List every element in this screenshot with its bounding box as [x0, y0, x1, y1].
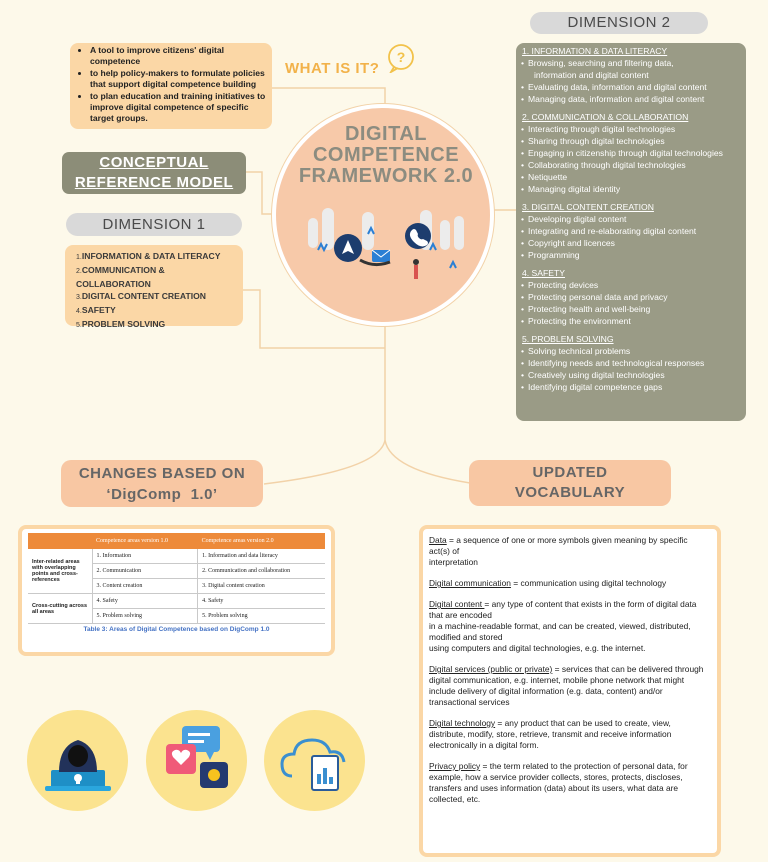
what-is-it-card: A tool to improve citizens' digital comp… — [70, 43, 272, 129]
dimension2-title: DIMENSION 2 — [530, 12, 708, 34]
dimension1-item: 2.COMMUNICATION & COLLABORATION — [76, 265, 165, 289]
dimension2-item: Collaborating through digital technologi… — [521, 159, 736, 171]
dimension1-item: 5.PROBLEM SOLVING — [76, 319, 166, 329]
changes-line: CHANGES BASED ON — [78, 465, 246, 482]
dimension2-item: Protecting personal data and privacy — [521, 291, 736, 303]
dimension1-title: DIMENSION 1 — [66, 213, 242, 236]
changes-line: ‘DigComp 1.0’ — [106, 486, 218, 503]
table-cell: 5. Problem solving — [197, 608, 325, 624]
chat-bubbles-icon — [166, 726, 228, 788]
what-is-it-bullet: to plan education and training initiativ… — [90, 91, 268, 125]
dimension2-item: Engaging in citizenship through digital … — [521, 147, 736, 159]
dimension2-item: Netiquette — [521, 171, 736, 183]
table-cell: 3. Content creation — [92, 578, 199, 594]
vocabulary-card: Data = a sequence of one or more symbols… — [419, 525, 721, 857]
table-header: Competence areas version 1.0 — [92, 533, 198, 549]
svg-text:?: ? — [397, 49, 406, 65]
dimension2-item: Evaluating data, information and digital… — [521, 81, 736, 93]
conceptual-reference-model: CONCEPTUAL REFERENCE MODEL — [62, 152, 246, 194]
dimension2-heading: 3. DIGITAL CONTENT CREATION — [522, 202, 654, 212]
what-is-it-bullet: to help policy-makers to formulate polic… — [90, 68, 268, 91]
dimension2-item: Identifying digital competence gaps — [521, 381, 736, 393]
framework-title-line: FRAMEWORK 2.0 — [298, 165, 474, 187]
dimension2-heading: 5. PROBLEM SOLVING — [522, 334, 614, 344]
cloud-document-icon — [280, 738, 346, 791]
dimension2-item: Protecting devices — [521, 279, 736, 291]
dimension2-card: 1. INFORMATION & DATA LITERACY Browsing,… — [516, 43, 746, 421]
table-cell: 1. Information — [92, 549, 199, 564]
dimension1-item: 1.INFORMATION & DATA LITERACY — [76, 251, 221, 261]
competence-table: Competence areas version 1.0 Competence … — [28, 533, 325, 624]
what-is-it-bullet: A tool to improve citizens' digital comp… — [90, 45, 268, 68]
cloud-circle — [264, 710, 365, 811]
dimension2-item: Managing data, information and digital c… — [521, 93, 736, 105]
framework-title-line: COMPETENCE — [312, 144, 460, 166]
chat-circle — [146, 710, 247, 811]
framework-title-line: DIGITAL — [344, 123, 427, 145]
dimension2-item: Integrating and re-elaborating digital c… — [521, 225, 736, 237]
updated-line: UPDATED — [532, 464, 608, 481]
dimension2-item: Programming — [521, 249, 736, 261]
updated-line: VOCABULARY — [514, 484, 626, 501]
dimension2-item: Copyright and licences — [521, 237, 736, 249]
vocab-entry: Data = a sequence of one or more symbols… — [429, 535, 688, 567]
table-cell: 2. Communication and collaboration — [197, 563, 325, 579]
dimension1-item: 4.SAFETY — [76, 305, 116, 315]
hacker-laptop-icon — [45, 740, 111, 791]
what-is-it-title: WHAT IS IT? — [285, 60, 380, 77]
dimension2-item: Sharing through digital technologies — [521, 135, 736, 147]
conceptual-line: REFERENCE MODEL — [74, 174, 234, 191]
table-header — [28, 533, 92, 549]
digital-people-illustration — [308, 208, 464, 279]
dimension2-heading: 4. SAFETY — [522, 268, 565, 278]
table-cell: 4. Safety — [197, 593, 325, 609]
table-caption: Table 3: Areas of Digital Competence bas… — [83, 626, 270, 633]
dimension2-heading: 1. INFORMATION & DATA LITERACY — [522, 46, 668, 56]
table-group-label: Cross-cutting across all areas — [28, 593, 93, 624]
dimension2-item-continuation: information and digital content — [534, 70, 649, 80]
dimension2-item: Browsing, searching and filtering data, — [521, 57, 736, 69]
dimension1-card: 1.INFORMATION & DATA LITERACY 2.COMMUNIC… — [65, 245, 243, 329]
table-header: Competence areas version 2.0 — [197, 533, 325, 549]
dimension2-item: Developing digital content — [521, 213, 736, 225]
dimension2-item: Solving technical problems — [521, 345, 736, 357]
vocab-entry: Digital content = any type of content th… — [429, 599, 697, 653]
hacker-circle — [27, 710, 128, 811]
vocab-entry: Digital communication = communication us… — [429, 578, 667, 588]
dimension2-item: Protecting health and well-being — [521, 303, 736, 315]
dimension2-item: Identifying needs and technological resp… — [521, 357, 736, 369]
table-cell: 5. Problem solving — [92, 608, 199, 624]
updated-vocabulary: UPDATED VOCABULARY — [469, 460, 671, 506]
dimension1-item: 3.DIGITAL CONTENT CREATION — [76, 291, 206, 301]
dimension2-heading: 2. COMMUNICATION & COLLABORATION — [522, 112, 689, 122]
competence-table-card: Competence areas version 1.0 Competence … — [18, 525, 335, 656]
table-group-label: Inter-related areas with overlapping poi… — [28, 549, 93, 594]
table-cell: 4. Safety — [92, 593, 199, 609]
dimension2-item: Managing digital identity — [521, 183, 736, 195]
framework-title: DIGITAL COMPETENCE FRAMEWORK 2.0 — [272, 124, 500, 187]
vocab-entry: Privacy policy = the term related to the… — [429, 761, 688, 804]
table-cell: 1. Information and data literacy — [197, 549, 325, 564]
conceptual-line: CONCEPTUAL — [99, 154, 209, 171]
table-cell: 3. Digital content creation — [197, 578, 325, 594]
table-cell: 2. Communication — [92, 563, 199, 579]
dimension2-item: Interacting through digital technologies — [521, 123, 736, 135]
vocab-entry: Digital technology = any product that ca… — [429, 718, 672, 750]
changes-based-on-digcomp: CHANGES BASED ON ‘DigComp 1.0’ — [61, 460, 263, 507]
dimension2-item: Creatively using digital technologies — [521, 369, 736, 381]
question-bubble-icon: ? — [388, 44, 414, 73]
vocab-entry: Digital services (public or private) = s… — [429, 664, 704, 707]
framework-circle — [272, 104, 494, 326]
dimension2-item: Protecting the environment — [521, 315, 736, 327]
